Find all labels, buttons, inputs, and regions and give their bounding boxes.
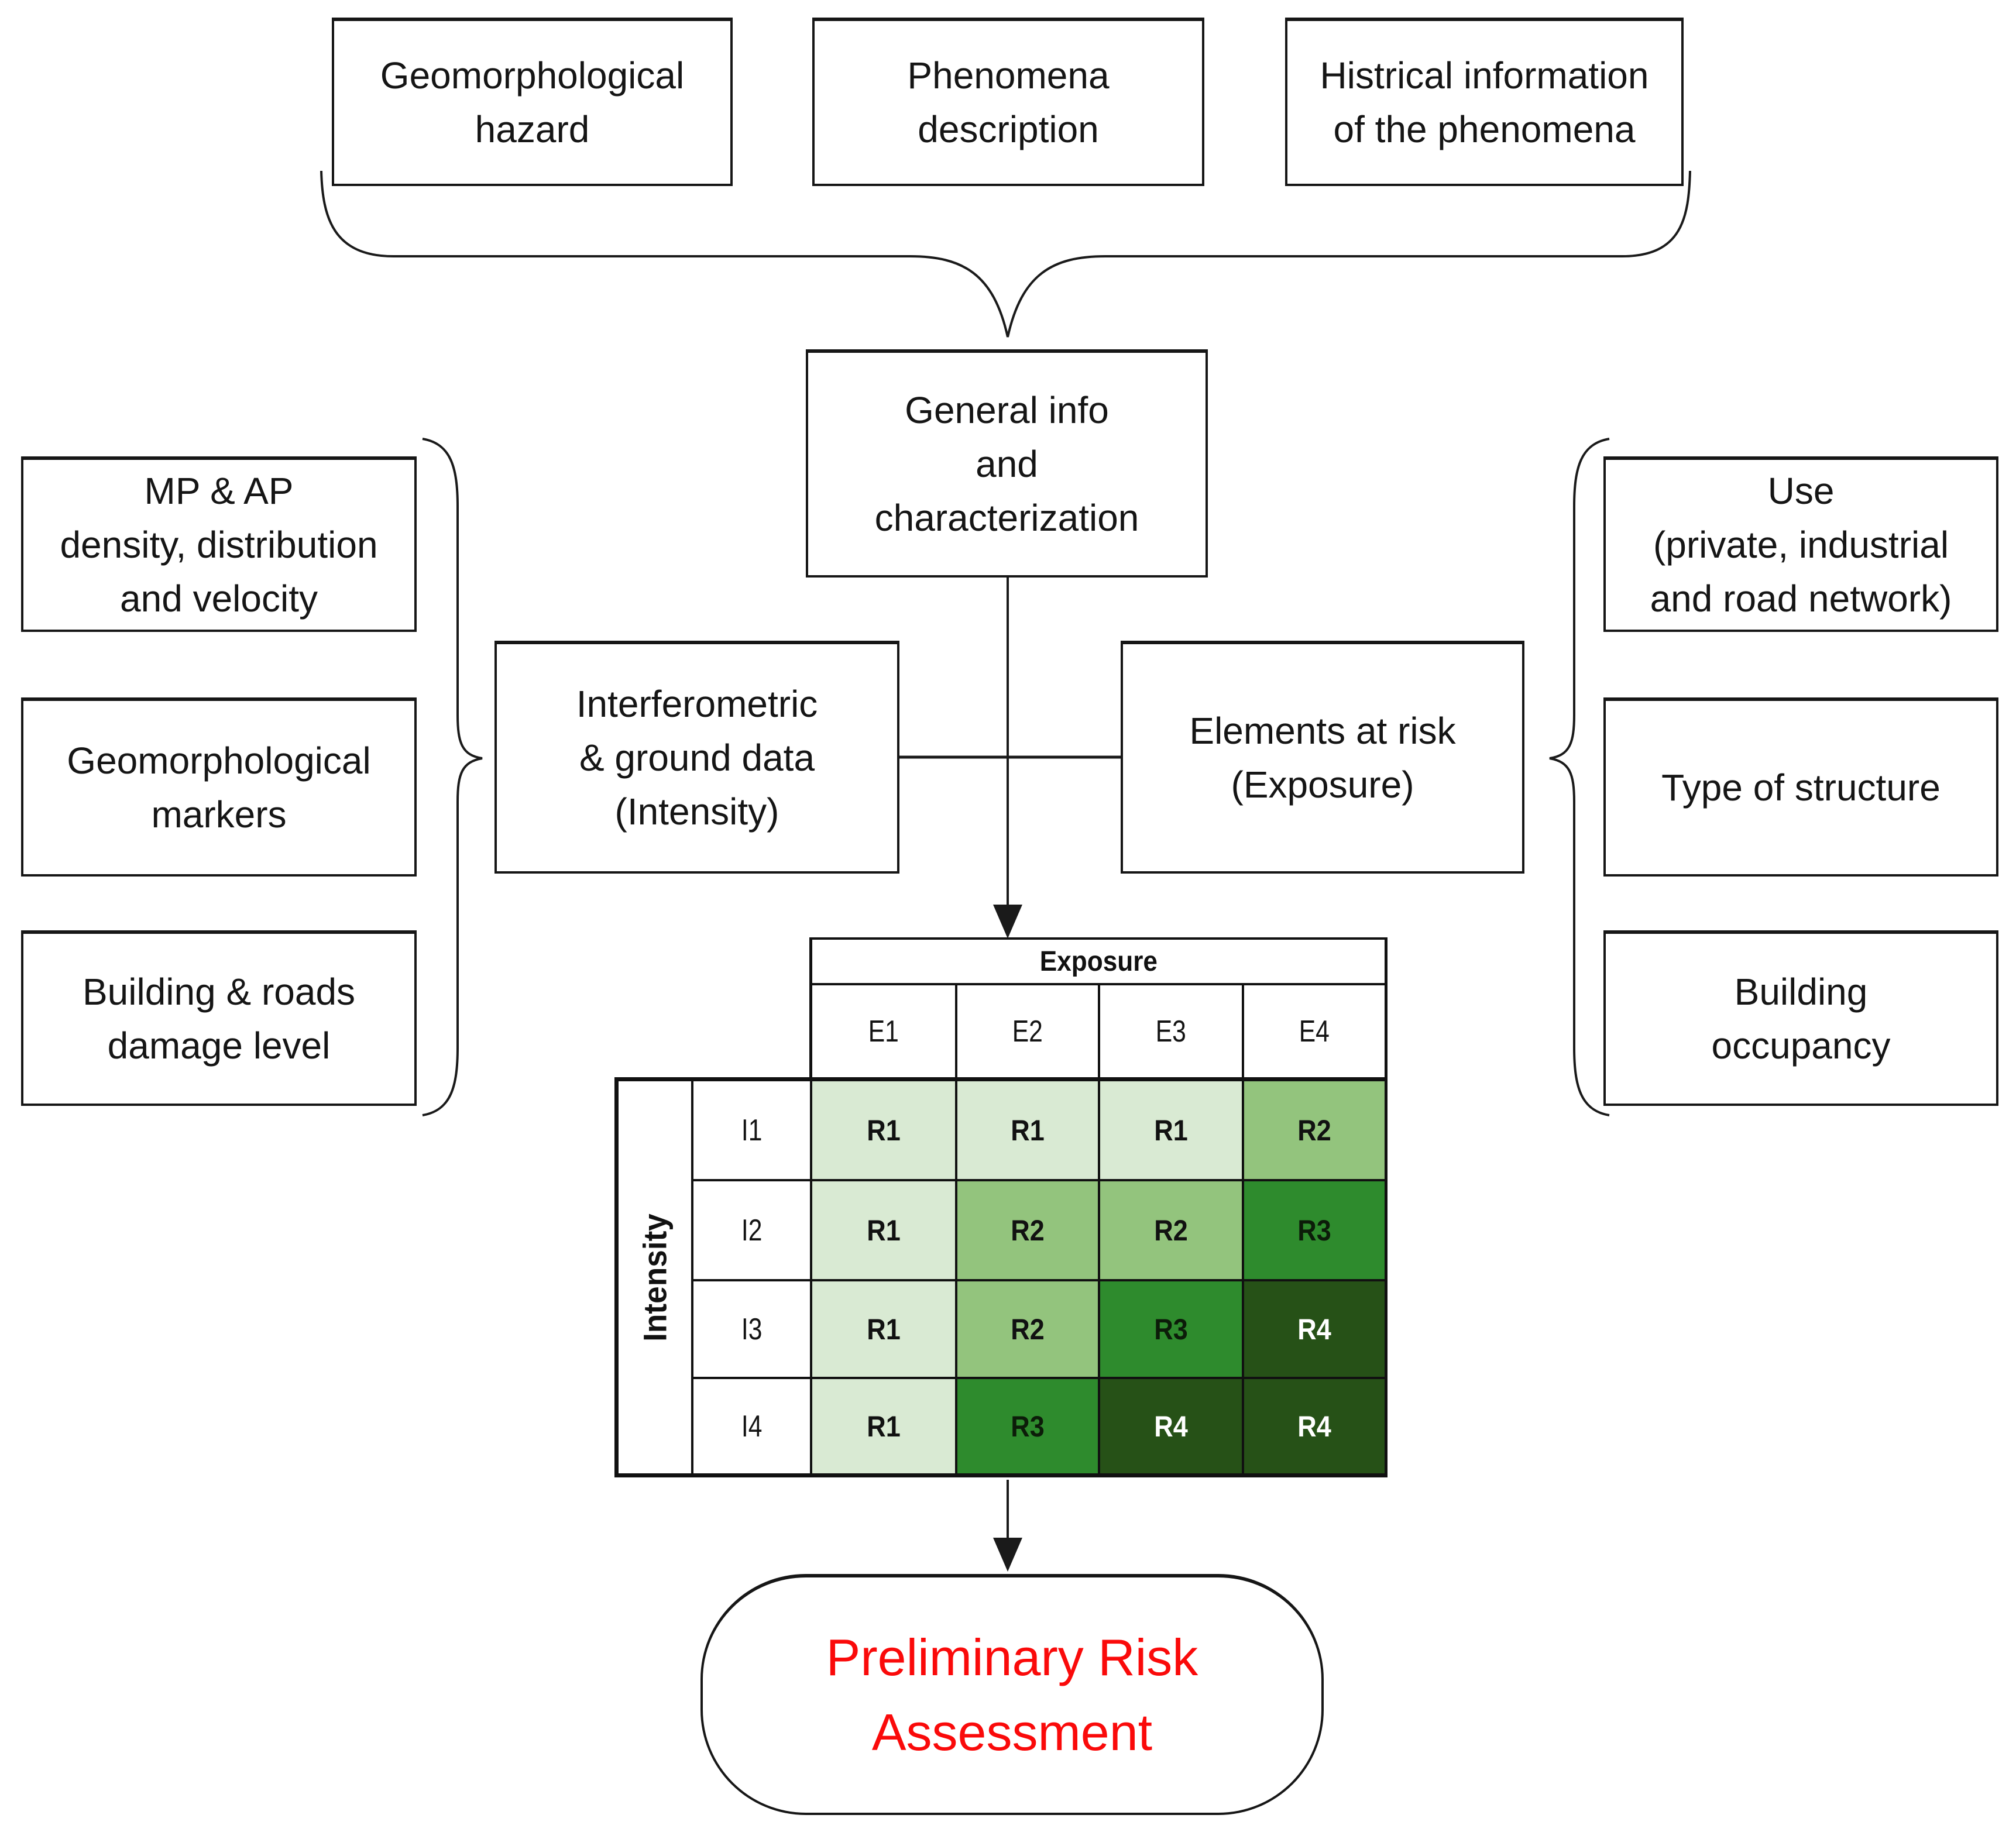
box-geomorphological-markers: Geomorphological markers xyxy=(21,697,417,877)
matrix-cell: R2 xyxy=(1244,1081,1385,1179)
matrix-row-label-i3-text: I3 xyxy=(741,1312,763,1346)
matrix-row-label-i3: I3 xyxy=(693,1281,810,1377)
matrix-cell: R3 xyxy=(1100,1281,1242,1377)
matrix-cell: R1 xyxy=(1100,1081,1242,1179)
preliminary-risk-assessment: Preliminary Risk Assessment xyxy=(700,1574,1324,1815)
matrix-exposure-header-label: Exposure xyxy=(1039,946,1158,977)
box-use-label: Use (private, industrial and road networ… xyxy=(1650,470,1952,620)
right-brace xyxy=(1549,438,1610,1116)
risk-matrix-header: Exposure E1 E2 E3 E4 xyxy=(809,937,1387,1077)
box-building-roads-damage-label: Building & roads damage level xyxy=(82,971,356,1067)
matrix-col-label-e1-text: E1 xyxy=(868,1014,899,1049)
matrix-cell: R3 xyxy=(1244,1181,1385,1279)
box-building-occupancy: Building occupancy xyxy=(1603,930,1998,1106)
box-interferometric: Interferometric & ground data (Intensity… xyxy=(494,641,899,874)
box-geomorphological-markers-label: Geomorphological markers xyxy=(67,740,371,836)
box-general-info: General info and characterization xyxy=(806,349,1208,578)
matrix-intensity-header: Intensity xyxy=(619,1081,691,1473)
matrix-row-label-i2: I2 xyxy=(693,1181,810,1279)
matrix-row-label-i2-text: I2 xyxy=(741,1213,763,1247)
matrix-cell: R4 xyxy=(1244,1379,1385,1473)
matrix-cell: R1 xyxy=(812,1281,955,1377)
matrix-intensity-header-label: Intensity xyxy=(636,1213,674,1342)
matrix-col-label-e3-text: E3 xyxy=(1155,1014,1187,1049)
box-building-roads-damage: Building & roads damage level xyxy=(21,930,417,1106)
preliminary-risk-label: Preliminary Risk Assessment xyxy=(826,1628,1198,1761)
matrix-row-label-i4-text: I4 xyxy=(741,1409,763,1443)
top-brace xyxy=(320,170,1691,338)
risk-matrix-body: Intensity I1 R1 R1 R1 R2 I2 R1 R2 R2 R3 … xyxy=(614,1077,1387,1477)
box-phenomena-description: Phenomena description xyxy=(812,18,1204,186)
matrix-cell: R1 xyxy=(812,1181,955,1279)
matrix-cell: R3 xyxy=(957,1379,1098,1473)
matrix-row-label-i1-text: I1 xyxy=(741,1113,763,1147)
matrix-cell: R1 xyxy=(957,1081,1098,1179)
box-general-info-label: General info and characterization xyxy=(874,389,1139,539)
box-geomorphological-hazard: Geomorphological hazard xyxy=(332,18,733,186)
box-historical-information-label: Histrical information of the phenomena xyxy=(1320,54,1649,150)
matrix-cell: R4 xyxy=(1244,1281,1385,1377)
box-phenomena-description-label: Phenomena description xyxy=(907,54,1110,150)
matrix-cell: R2 xyxy=(1100,1181,1242,1279)
matrix-cell: R2 xyxy=(957,1181,1098,1279)
arrowhead-to-matrix xyxy=(993,905,1022,939)
matrix-cell: R4 xyxy=(1100,1379,1242,1473)
box-mp-ap-density: MP & AP density, distribution and veloci… xyxy=(21,456,417,632)
box-building-occupancy-label: Building occupancy xyxy=(1711,971,1891,1067)
matrix-row-label-i1: I1 xyxy=(693,1081,810,1179)
arrowhead-to-risk xyxy=(993,1538,1022,1572)
matrix-col-label-e1: E1 xyxy=(812,985,955,1077)
box-historical-information: Histrical information of the phenomena xyxy=(1285,18,1684,186)
box-mp-ap-density-label: MP & AP density, distribution and veloci… xyxy=(60,470,378,620)
box-elements-at-risk-label: Elements at risk (Exposure) xyxy=(1189,710,1456,806)
box-type-of-structure: Type of structure xyxy=(1603,697,1998,877)
box-type-of-structure-label: Type of structure xyxy=(1661,767,1941,809)
box-geomorphological-hazard-label: Geomorphological hazard xyxy=(380,54,685,150)
matrix-col-label-e3: E3 xyxy=(1100,985,1242,1077)
box-interferometric-label: Interferometric & ground data (Intensity… xyxy=(576,683,818,833)
left-brace xyxy=(422,438,483,1116)
matrix-cell: R1 xyxy=(812,1379,955,1473)
matrix-col-label-e2-text: E2 xyxy=(1012,1014,1043,1049)
box-use: Use (private, industrial and road networ… xyxy=(1603,456,1998,632)
matrix-row-label-i4: I4 xyxy=(693,1379,810,1473)
matrix-col-label-e4-text: E4 xyxy=(1299,1014,1330,1049)
matrix-exposure-header: Exposure xyxy=(812,940,1385,983)
matrix-cell: R2 xyxy=(957,1281,1098,1377)
matrix-col-label-e2: E2 xyxy=(957,985,1098,1077)
matrix-cell: R1 xyxy=(812,1081,955,1179)
matrix-col-label-e4: E4 xyxy=(1244,985,1385,1077)
box-elements-at-risk: Elements at risk (Exposure) xyxy=(1121,641,1524,874)
